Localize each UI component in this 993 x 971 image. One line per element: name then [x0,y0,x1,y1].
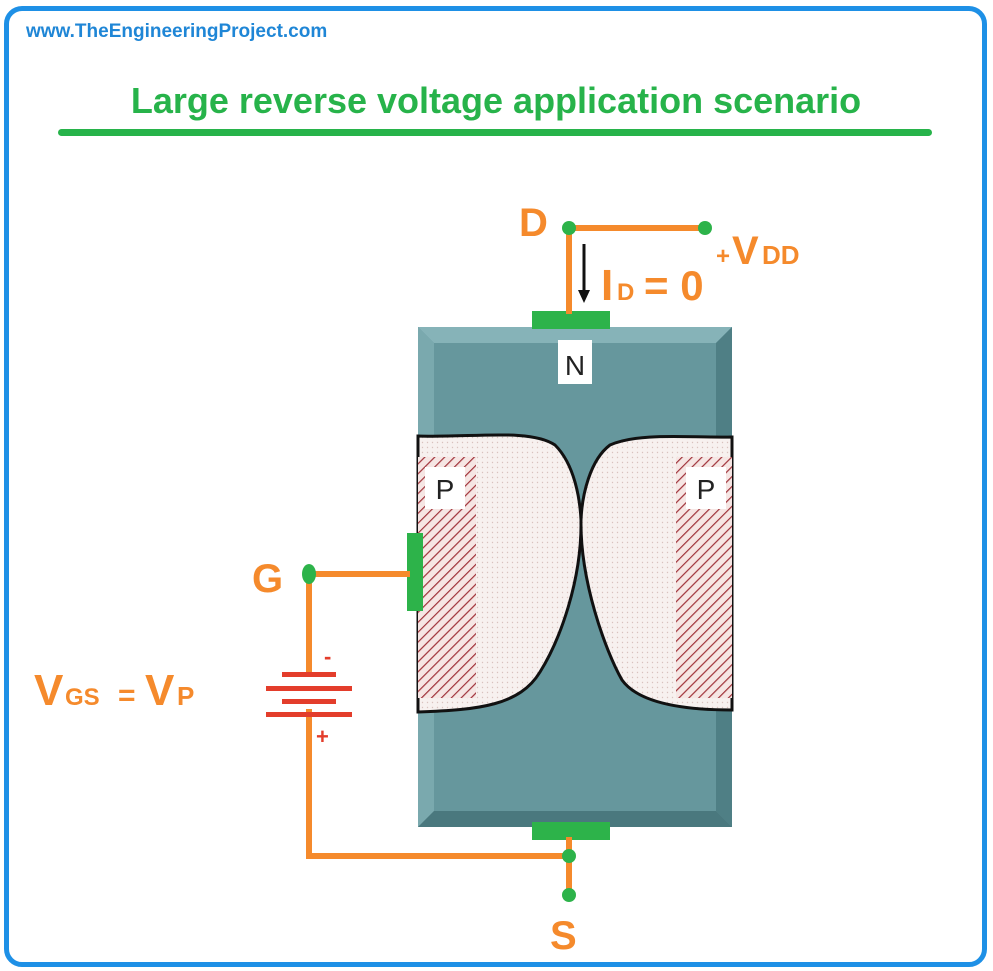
drain-current-symbol: I [601,261,613,310]
drain-current-subscript: D [617,279,634,306]
drain-current-arrow-icon [578,244,590,303]
source-node-upper [562,849,576,863]
drain-contact [532,311,610,329]
gate-battery [266,672,352,717]
drain-current-value: = 0 [644,262,704,309]
gate-label: G [252,557,283,601]
supply-voltage-symbol: V [732,229,759,273]
p-right-label-box [686,467,726,509]
p-left-label-box [425,467,465,509]
gate-contact [407,533,423,611]
p-left-region-label: P [436,474,455,505]
page-title: Large reverse voltage application scenar… [130,80,862,121]
title-underline [58,129,932,136]
supply-node [698,221,712,235]
n-region-label: N [565,350,585,381]
source-node-lower [562,888,576,902]
gate-node [302,564,316,584]
circuit-nodes [302,221,712,902]
source-label: S [550,914,577,958]
supply-plus-sign: + [716,243,730,270]
gate-voltage-subscript: GS [65,684,100,711]
website-url[interactable]: www.TheEngineeringProject.com [26,21,328,42]
battery-plus-sign: + [316,724,329,749]
pinch-off-voltage-symbol: V [145,666,175,715]
pinch-off-voltage-subscript: P [177,681,194,711]
gate-voltage-equals: = [118,679,136,712]
source-contact [532,822,610,840]
n-label-box [558,340,592,384]
drain-node [562,221,576,235]
battery-minus-sign: - [324,644,331,669]
p-right-region-label: P [697,474,716,505]
gate-voltage-symbol: V [34,666,64,715]
drain-label: D [519,201,548,245]
supply-voltage-subscript: DD [762,240,800,270]
